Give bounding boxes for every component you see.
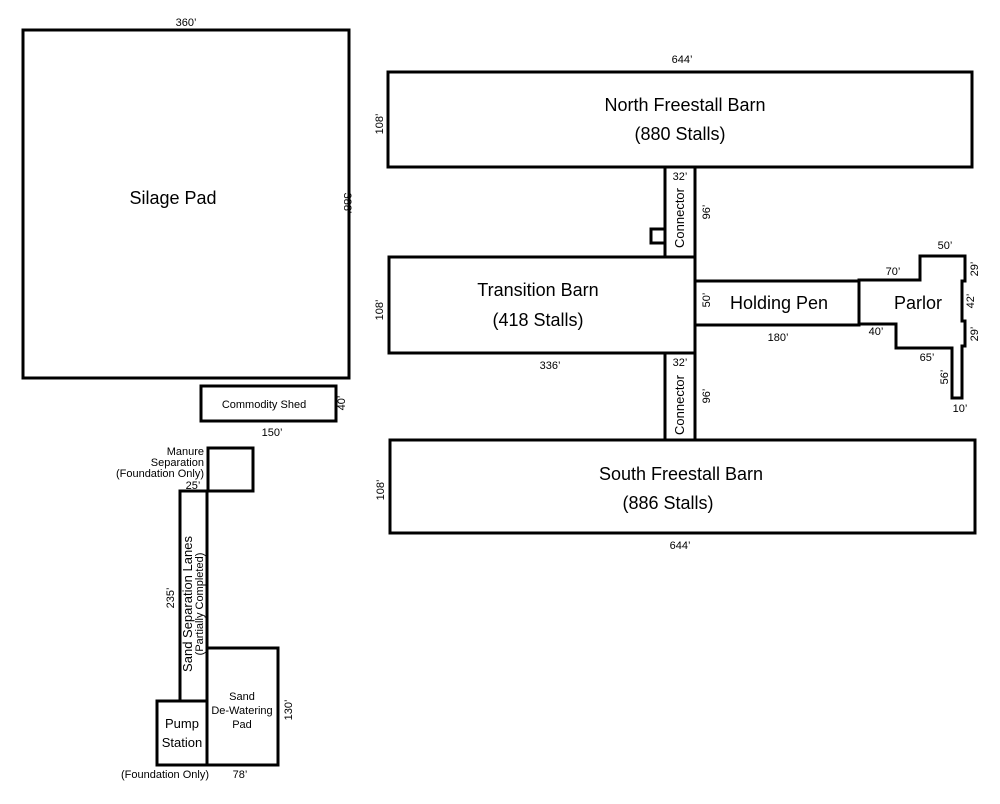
north-freestall-barn[interactable]: North Freestall Barn (880 Stalls) 644’ 1… — [374, 54, 974, 169]
commodity-shed-outline — [199, 384, 338, 423]
south-connector[interactable]: 32’ Connector 96’ — [663, 351, 713, 442]
manure-separation-line2: Separation — [151, 457, 204, 469]
pump-station-note: (Foundation Only) — [121, 769, 209, 781]
north-barn-depth: 108’ — [374, 114, 386, 135]
commodity-shed[interactable]: Commodity Shed 150’ 40’ — [199, 384, 348, 439]
parlor-dim-29-top: 29’ — [969, 262, 981, 277]
parlor-label: Parlor — [894, 293, 942, 313]
sand-lanes-length: 235’ — [165, 588, 177, 609]
parlor-dim-29-bottom: 29’ — [969, 327, 981, 342]
silage-pad-label: Silage Pad — [129, 188, 216, 208]
north-connector[interactable]: 32’ Connector 96’ — [649, 165, 713, 259]
silage-pad-outline — [21, 28, 351, 380]
south-barn-outline — [388, 438, 977, 535]
sand-pad-line1: Sand — [229, 691, 255, 703]
north-barn-outline — [386, 70, 974, 169]
parlor-dim-40: 40’ — [869, 326, 884, 338]
south-barn-label: South Freestall Barn — [599, 464, 763, 484]
north-connector-length: 96’ — [701, 205, 713, 220]
transition-barn-outline — [387, 255, 697, 355]
sand-pad-line3: Pad — [232, 719, 252, 731]
pump-station-line2: Station — [162, 735, 202, 750]
holding-pen[interactable]: Holding Pen 180’ 50’ — [693, 279, 861, 344]
transition-barn[interactable]: Transition Barn (418 Stalls) 336’ 108’ — [374, 255, 697, 372]
transition-barn-depth: 108’ — [374, 300, 386, 321]
commodity-shed-width: 150’ — [262, 427, 283, 439]
manure-separation-note: (Foundation Only) — [116, 468, 204, 480]
sand-pad-depth: 130’ — [283, 700, 295, 721]
silage-pad[interactable]: Silage Pad 360’ 388’ — [21, 17, 353, 380]
pump-station-outline — [155, 699, 209, 767]
north-barn-label: North Freestall Barn — [604, 95, 765, 115]
transition-barn-width: 336’ — [540, 360, 561, 372]
commodity-shed-label: Commodity Shed — [222, 399, 306, 411]
transition-barn-label: Transition Barn — [477, 280, 598, 300]
sand-lanes-note: (Partially Completed) — [194, 553, 206, 656]
sand-pad-outline — [205, 646, 280, 767]
south-barn-stalls: (886 Stalls) — [622, 493, 713, 513]
parlor-dim-70: 70’ — [886, 266, 901, 278]
sand-lanes-outline — [178, 489, 209, 703]
manure-separation-outline — [206, 446, 255, 493]
commodity-shed-depth: 40’ — [336, 396, 348, 411]
sand-pad-line2: De-Watering — [211, 705, 272, 717]
parlor-dim-65: 65’ — [920, 352, 935, 364]
parlor-dim-10: 10’ — [953, 403, 968, 415]
parlor-dim-50: 50’ — [938, 240, 953, 252]
manure-separation-line1: Manure — [167, 446, 204, 458]
sand-pad-width: 78’ — [233, 769, 248, 781]
parlor-outline — [857, 254, 967, 400]
north-connector-label: Connector — [672, 187, 687, 248]
south-connector-length: 96’ — [701, 389, 713, 404]
south-connector-outline — [663, 351, 697, 442]
sand-dewatering-pad[interactable]: Sand De-Watering Pad 78’ 130’ — [205, 646, 295, 781]
north-connector-annex — [649, 227, 667, 245]
manure-separation[interactable]: Manure Separation (Foundation Only) 25’ — [116, 446, 255, 493]
sand-separation-lanes[interactable]: Sand Separation Lanes (Partially Complet… — [165, 489, 209, 703]
north-barn-stalls: (880 Stalls) — [634, 124, 725, 144]
south-connector-label: Connector — [672, 374, 687, 435]
holding-pen-width: 180’ — [768, 332, 789, 344]
holding-pen-label: Holding Pen — [730, 293, 828, 313]
parlor-dim-42: 42’ — [965, 294, 977, 309]
silage-pad-width: 360’ — [176, 17, 197, 29]
parlor-dim-56: 56’ — [939, 370, 951, 385]
transition-barn-stalls: (418 Stalls) — [492, 310, 583, 330]
south-connector-width: 32’ — [673, 357, 688, 369]
pump-station[interactable]: Pump Station (Foundation Only) — [121, 699, 209, 781]
pump-station-line1: Pump — [165, 716, 199, 731]
south-barn-width: 644’ — [670, 540, 691, 552]
holding-pen-depth: 50’ — [701, 293, 713, 308]
manure-separation-width: 25’ — [186, 480, 201, 492]
north-barn-width: 644’ — [672, 54, 693, 66]
north-connector-width: 32’ — [673, 171, 688, 183]
south-barn-depth: 108’ — [375, 480, 387, 501]
parlor[interactable]: Parlor 70’ 50’ 29’ 42’ 29’ 40’ 65’ 56’ 1… — [857, 240, 981, 415]
south-freestall-barn[interactable]: South Freestall Barn (886 Stalls) 644’ 1… — [375, 438, 977, 552]
silage-pad-depth: 388’ — [341, 193, 353, 214]
sand-lanes-label: Sand Separation Lanes — [180, 536, 195, 672]
